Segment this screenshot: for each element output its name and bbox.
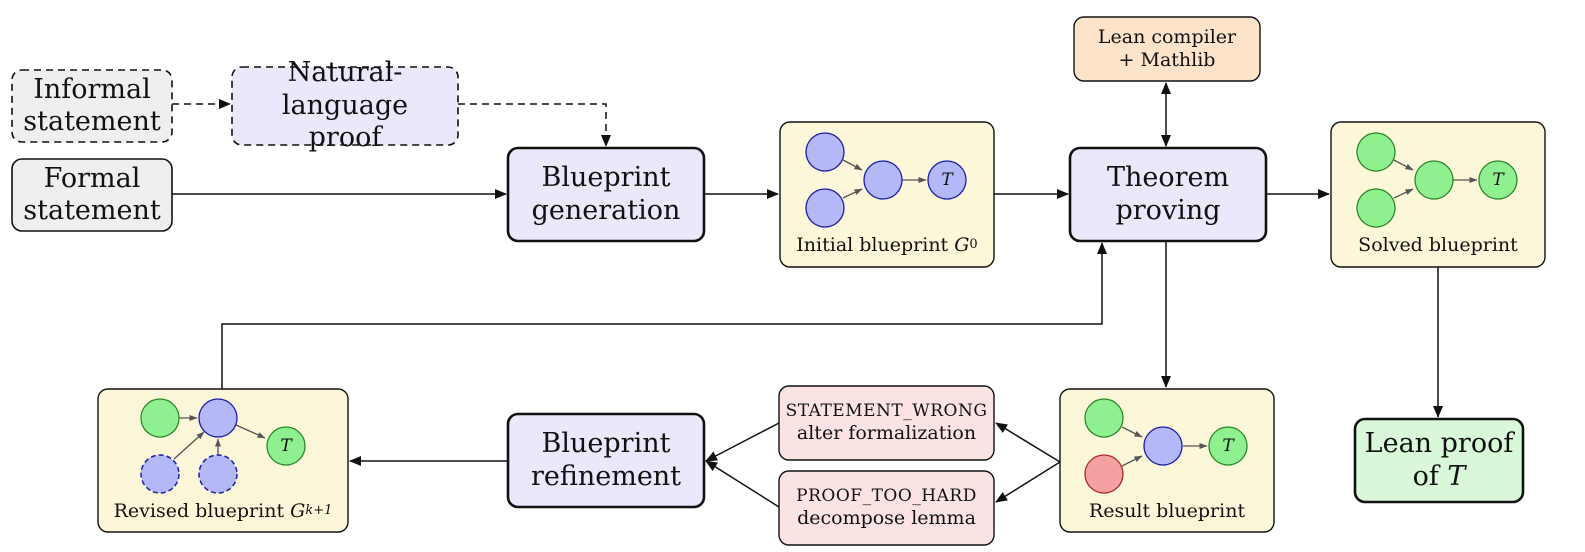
solved-blueprint-caption: Solved blueprint bbox=[1358, 233, 1518, 256]
graph-node bbox=[805, 188, 845, 228]
arrow-statement-wrong-to-refinement bbox=[705, 422, 780, 462]
initial-blueprint-graph bbox=[805, 132, 967, 228]
theorem-node-label: T bbox=[280, 435, 292, 456]
graph-node bbox=[140, 398, 180, 438]
nl-proof-box bbox=[231, 66, 459, 146]
graph-node bbox=[805, 132, 845, 172]
graph-node bbox=[1356, 188, 1396, 228]
graph-node bbox=[1084, 398, 1124, 438]
proof-too-hard-label: PROOF_TOO_HARD decompose lemma bbox=[796, 486, 977, 529]
theorem-node bbox=[927, 160, 967, 200]
graph-node bbox=[1084, 454, 1124, 494]
graph-node bbox=[863, 160, 903, 200]
arrow-result-to-statement-wrong bbox=[995, 422, 1061, 463]
theorem-node-label: T bbox=[1492, 169, 1504, 190]
theorem-node bbox=[1208, 426, 1248, 466]
arrow-proof-too-hard-to-refinement bbox=[705, 460, 780, 508]
theorem-node bbox=[266, 426, 306, 466]
theorem-node-label: T bbox=[1222, 435, 1234, 456]
new-lemma-node bbox=[198, 454, 238, 494]
revised-blueprint-graph bbox=[140, 398, 306, 494]
theorem-node-label: T bbox=[941, 169, 953, 190]
graph-node bbox=[1143, 426, 1183, 466]
graph-node bbox=[1414, 160, 1454, 200]
lean-proof-box bbox=[1353, 417, 1525, 504]
proof-too-hard-box bbox=[778, 470, 995, 546]
result-blueprint-graph bbox=[1084, 398, 1248, 494]
statement-wrong-label: STATEMENT_WRONG alter formalization bbox=[785, 401, 988, 444]
lean-proof-label: Lean proof of T bbox=[1364, 428, 1514, 492]
informal-statement-box bbox=[11, 69, 173, 143]
graph-node bbox=[1356, 132, 1396, 172]
arrow-nlproof-to-generation bbox=[458, 103, 611, 147]
new-lemma-node bbox=[140, 454, 180, 494]
lean-compiler-label: Lean compiler+ Mathlib bbox=[1097, 26, 1237, 71]
theorem-node bbox=[1478, 160, 1518, 200]
graph-node bbox=[198, 398, 238, 438]
solved-blueprint-graph bbox=[1356, 132, 1518, 228]
arrow-revised-to-proving-loop bbox=[221, 242, 1107, 389]
formal-statement-box bbox=[11, 158, 173, 232]
arrow-result-to-proof-too-hard bbox=[995, 461, 1061, 503]
result-blueprint-caption: Result blueprint bbox=[1088, 499, 1246, 522]
lean-compiler-box bbox=[1073, 16, 1261, 82]
